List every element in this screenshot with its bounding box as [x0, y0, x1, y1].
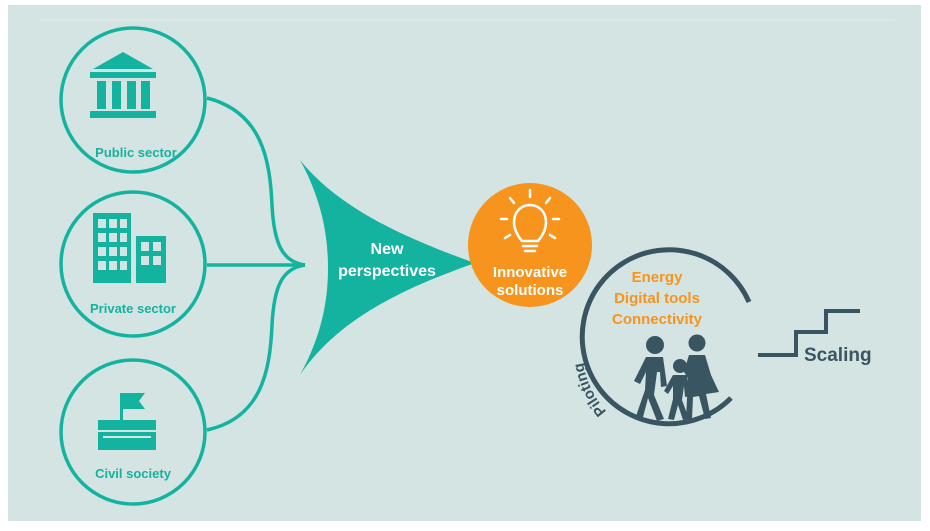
innovative-solutions-line1: Innovative: [493, 264, 567, 281]
piloting-arc: [579, 247, 752, 427]
light-bulb-icon: [499, 188, 561, 253]
connector-lines: [206, 96, 306, 432]
innovative-solutions-line2: solutions: [497, 282, 564, 299]
government-building-icon: [90, 52, 156, 118]
connector-civil: [206, 263, 306, 432]
topic-energy: Energy: [632, 269, 684, 286]
walking-family-icon: [634, 334, 719, 421]
topic-connectivity: Connectivity: [612, 311, 703, 328]
private-sector-node: Private sector: [59, 190, 207, 338]
new-perspectives-funnel: [300, 160, 475, 375]
office-buildings-icon: [93, 213, 166, 283]
innovative-solutions-node: Innovative solutions: [468, 183, 592, 307]
scaling-label: Scaling: [804, 345, 872, 366]
topic-digital-tools: Digital tools: [614, 290, 700, 307]
connector-public: [206, 96, 306, 267]
stairs-icon: [758, 309, 860, 357]
flag-podium-icon: [98, 393, 156, 450]
civil-society-node: Civil society: [59, 358, 207, 506]
new-perspectives-line1: New: [371, 241, 404, 258]
private-sector-label: Private sector: [90, 301, 176, 316]
new-perspectives-line2: perspectives: [338, 263, 436, 280]
public-sector-label: Public sector: [95, 145, 177, 160]
civil-society-label: Civil society: [95, 466, 172, 481]
public-sector-node: Public sector: [59, 26, 207, 174]
